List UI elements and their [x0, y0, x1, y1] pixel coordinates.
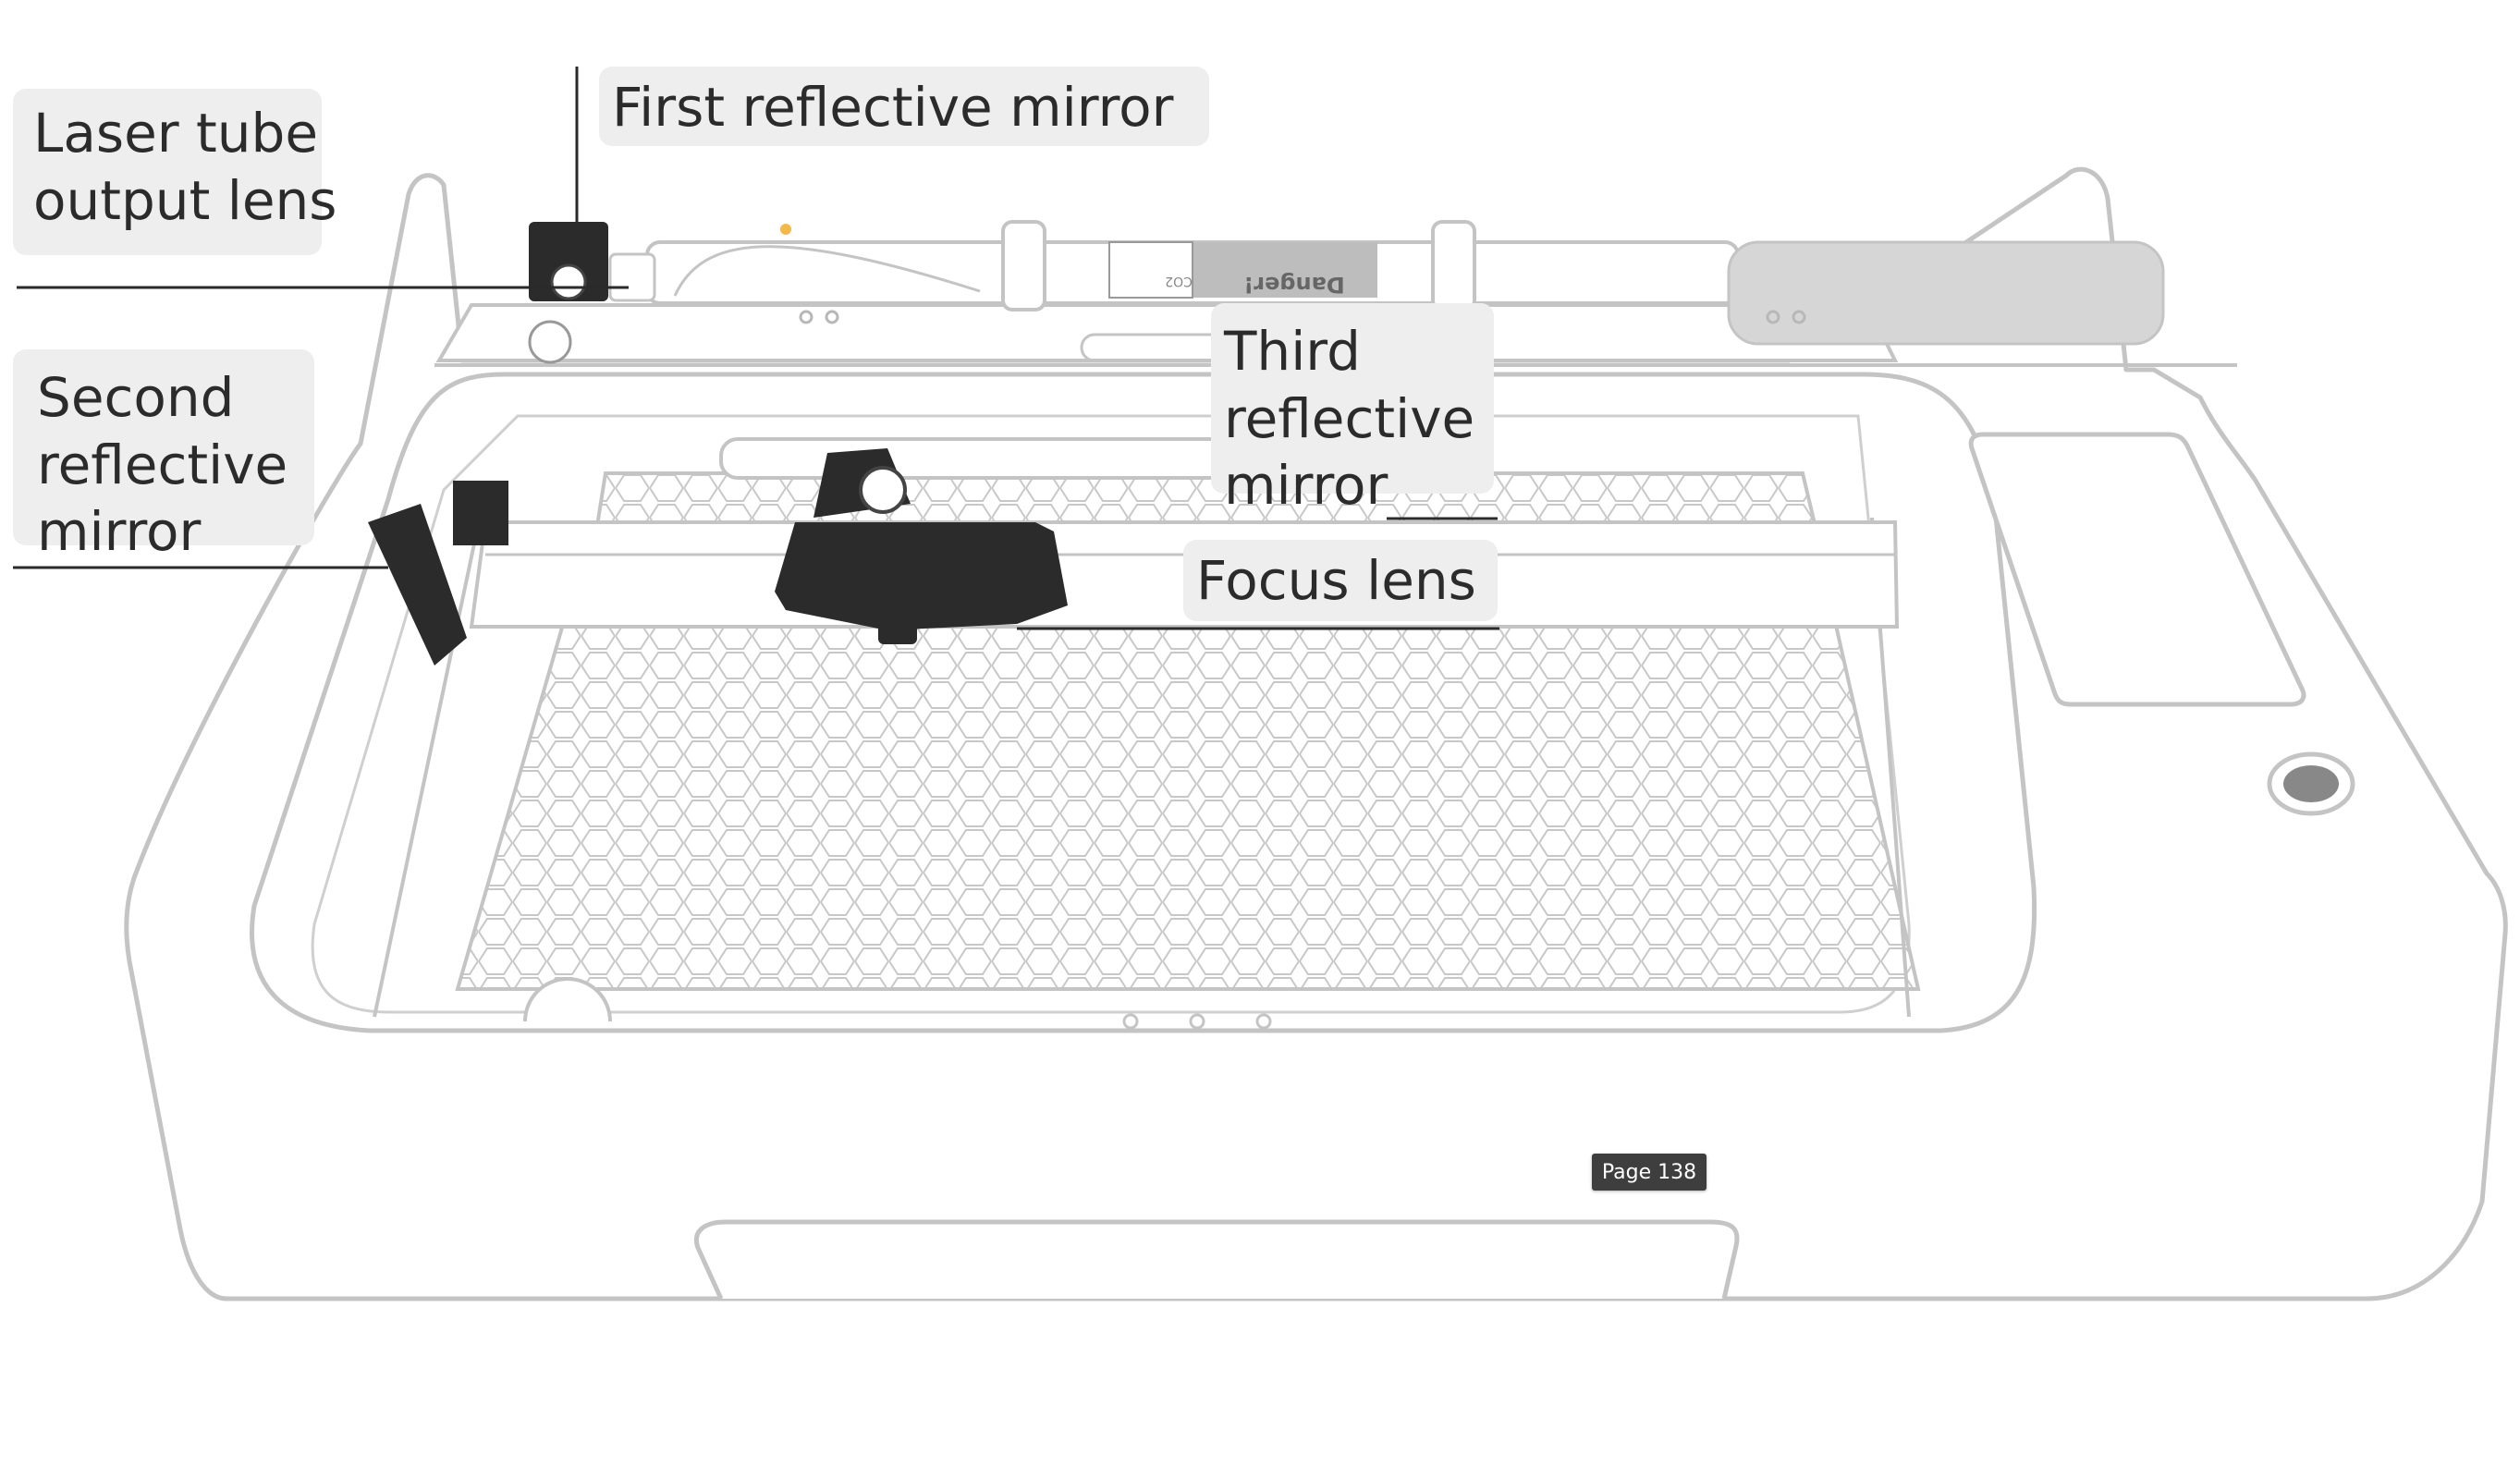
rail-bolt	[1792, 310, 1806, 324]
label-second-mirror-line-3: mirror	[37, 500, 202, 563]
label-third-mirror-line-3: mirror	[1224, 454, 1388, 517]
honeycomb-bed-front	[455, 619, 1921, 991]
page-number-badge: Page 138	[1592, 1154, 1707, 1191]
drag-chain	[719, 437, 1241, 480]
label-first-reflective-mirror: First reflective mirror	[599, 67, 1209, 146]
label-first-mirror-text: First reflective mirror	[612, 76, 1174, 139]
label-second-reflective-mirror: Second reflective mirror	[13, 349, 314, 563]
label-laser-tube-line-1: Laser tube	[33, 102, 319, 165]
tube-co2-text: CO2	[1165, 274, 1193, 288]
logo-mark	[528, 320, 572, 364]
rail-bolt	[825, 310, 839, 324]
tube-connector	[780, 224, 791, 235]
label-third-mirror-line-1: Third	[1224, 320, 1361, 383]
bed-notch	[523, 977, 612, 1022]
label-laser-tube-line-2: output lens	[33, 168, 337, 232]
laser-head	[775, 522, 1068, 630]
first-mirror-face	[550, 263, 587, 300]
tube-bracket	[1431, 220, 1476, 312]
label-second-mirror-line-1: Second	[37, 366, 235, 429]
second-mirror-bracket	[453, 481, 508, 545]
laser-output-lens	[608, 252, 656, 302]
bed-screw	[1255, 1013, 1272, 1030]
tube-warning-sticker-left	[1108, 241, 1193, 299]
laser-tube-end	[1727, 240, 2165, 346]
label-third-reflective-mirror: Third reflective mirror	[1211, 303, 1494, 517]
power-button	[2283, 765, 2339, 802]
rail-bolt	[1766, 310, 1780, 324]
second-mirror-holder	[368, 504, 467, 666]
bed-screw	[1189, 1013, 1205, 1030]
first-mirror-holder	[529, 222, 608, 301]
top-rail	[435, 303, 1899, 362]
tube-bracket	[1001, 220, 1046, 312]
label-laser-tube-output-lens: Laser tube output lens	[13, 89, 337, 255]
rail-bolt	[799, 310, 813, 324]
control-panel-window	[1968, 432, 2306, 707]
bed-screw	[1122, 1013, 1139, 1030]
tube-danger-text: Danger!	[1243, 272, 1344, 298]
lid-handle	[693, 1219, 1740, 1301]
laser-head-nozzle	[878, 615, 917, 644]
label-focus-lens-text: Focus lens	[1196, 549, 1476, 612]
tube-cable	[673, 245, 981, 297]
label-second-mirror-line-2: reflective	[37, 433, 288, 496]
third-mirror-face	[859, 466, 907, 514]
label-focus-lens: Focus lens	[1183, 540, 1498, 621]
left-guide-rail	[373, 512, 483, 1018]
label-third-mirror-line-2: reflective	[1224, 386, 1475, 450]
